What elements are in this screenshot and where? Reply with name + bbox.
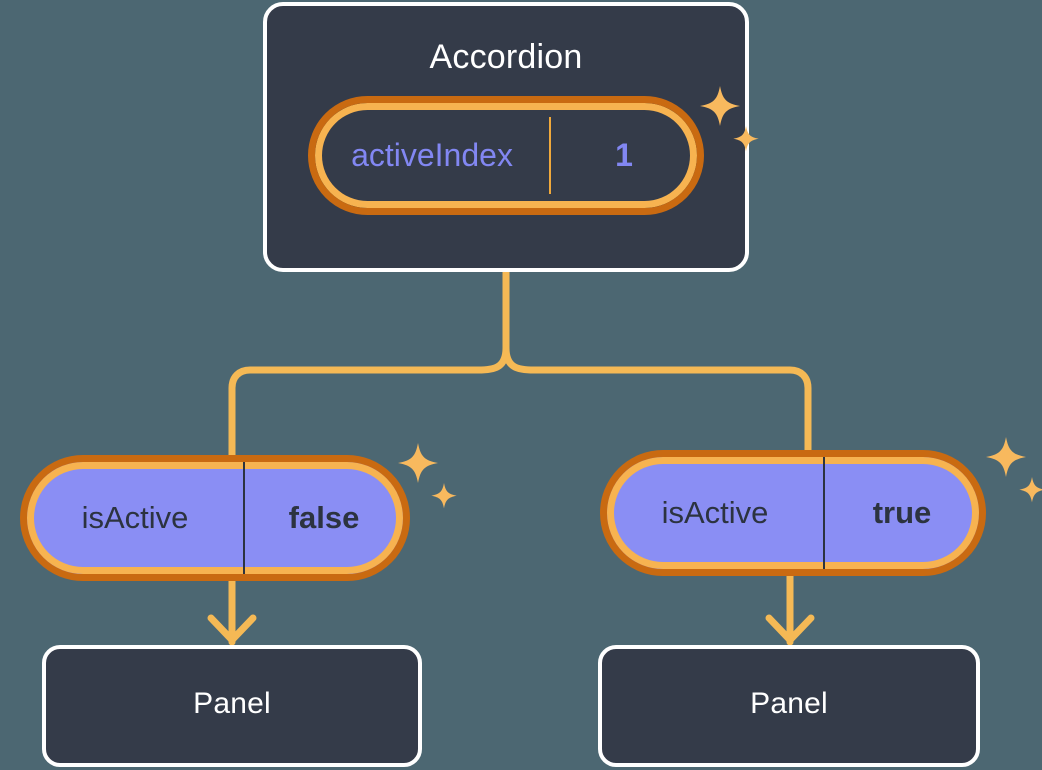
- sparkle-icon: [980, 437, 1042, 511]
- state-pill-is-active-false[interactable]: isActive false: [20, 455, 410, 581]
- panel-card-right[interactable]: Panel: [598, 645, 980, 767]
- pill-divider: [243, 462, 245, 574]
- state-pill-key: isActive: [661, 495, 769, 530]
- panel-title: Panel: [193, 687, 271, 720]
- state-pill-is-active-true[interactable]: isActive true: [600, 450, 986, 576]
- arrowhead-left: [207, 614, 257, 644]
- state-pill-value: 1: [615, 137, 633, 173]
- state-pill-key: activeIndex: [315, 117, 551, 194]
- arrowhead-right: [765, 614, 815, 644]
- accordion-title: Accordion: [429, 38, 583, 76]
- state-pill-active-index[interactable]: activeIndex 1: [308, 96, 704, 215]
- panel-card-left[interactable]: Panel: [42, 645, 422, 767]
- connector-branch-right: [502, 344, 812, 454]
- state-pill-value: false: [288, 500, 360, 535]
- state-pill-value: true: [872, 495, 932, 530]
- connector-branch-left: [228, 344, 510, 459]
- panel-title: Panel: [750, 687, 828, 720]
- pill-divider: [823, 457, 825, 569]
- state-pill-key: isActive: [81, 500, 189, 535]
